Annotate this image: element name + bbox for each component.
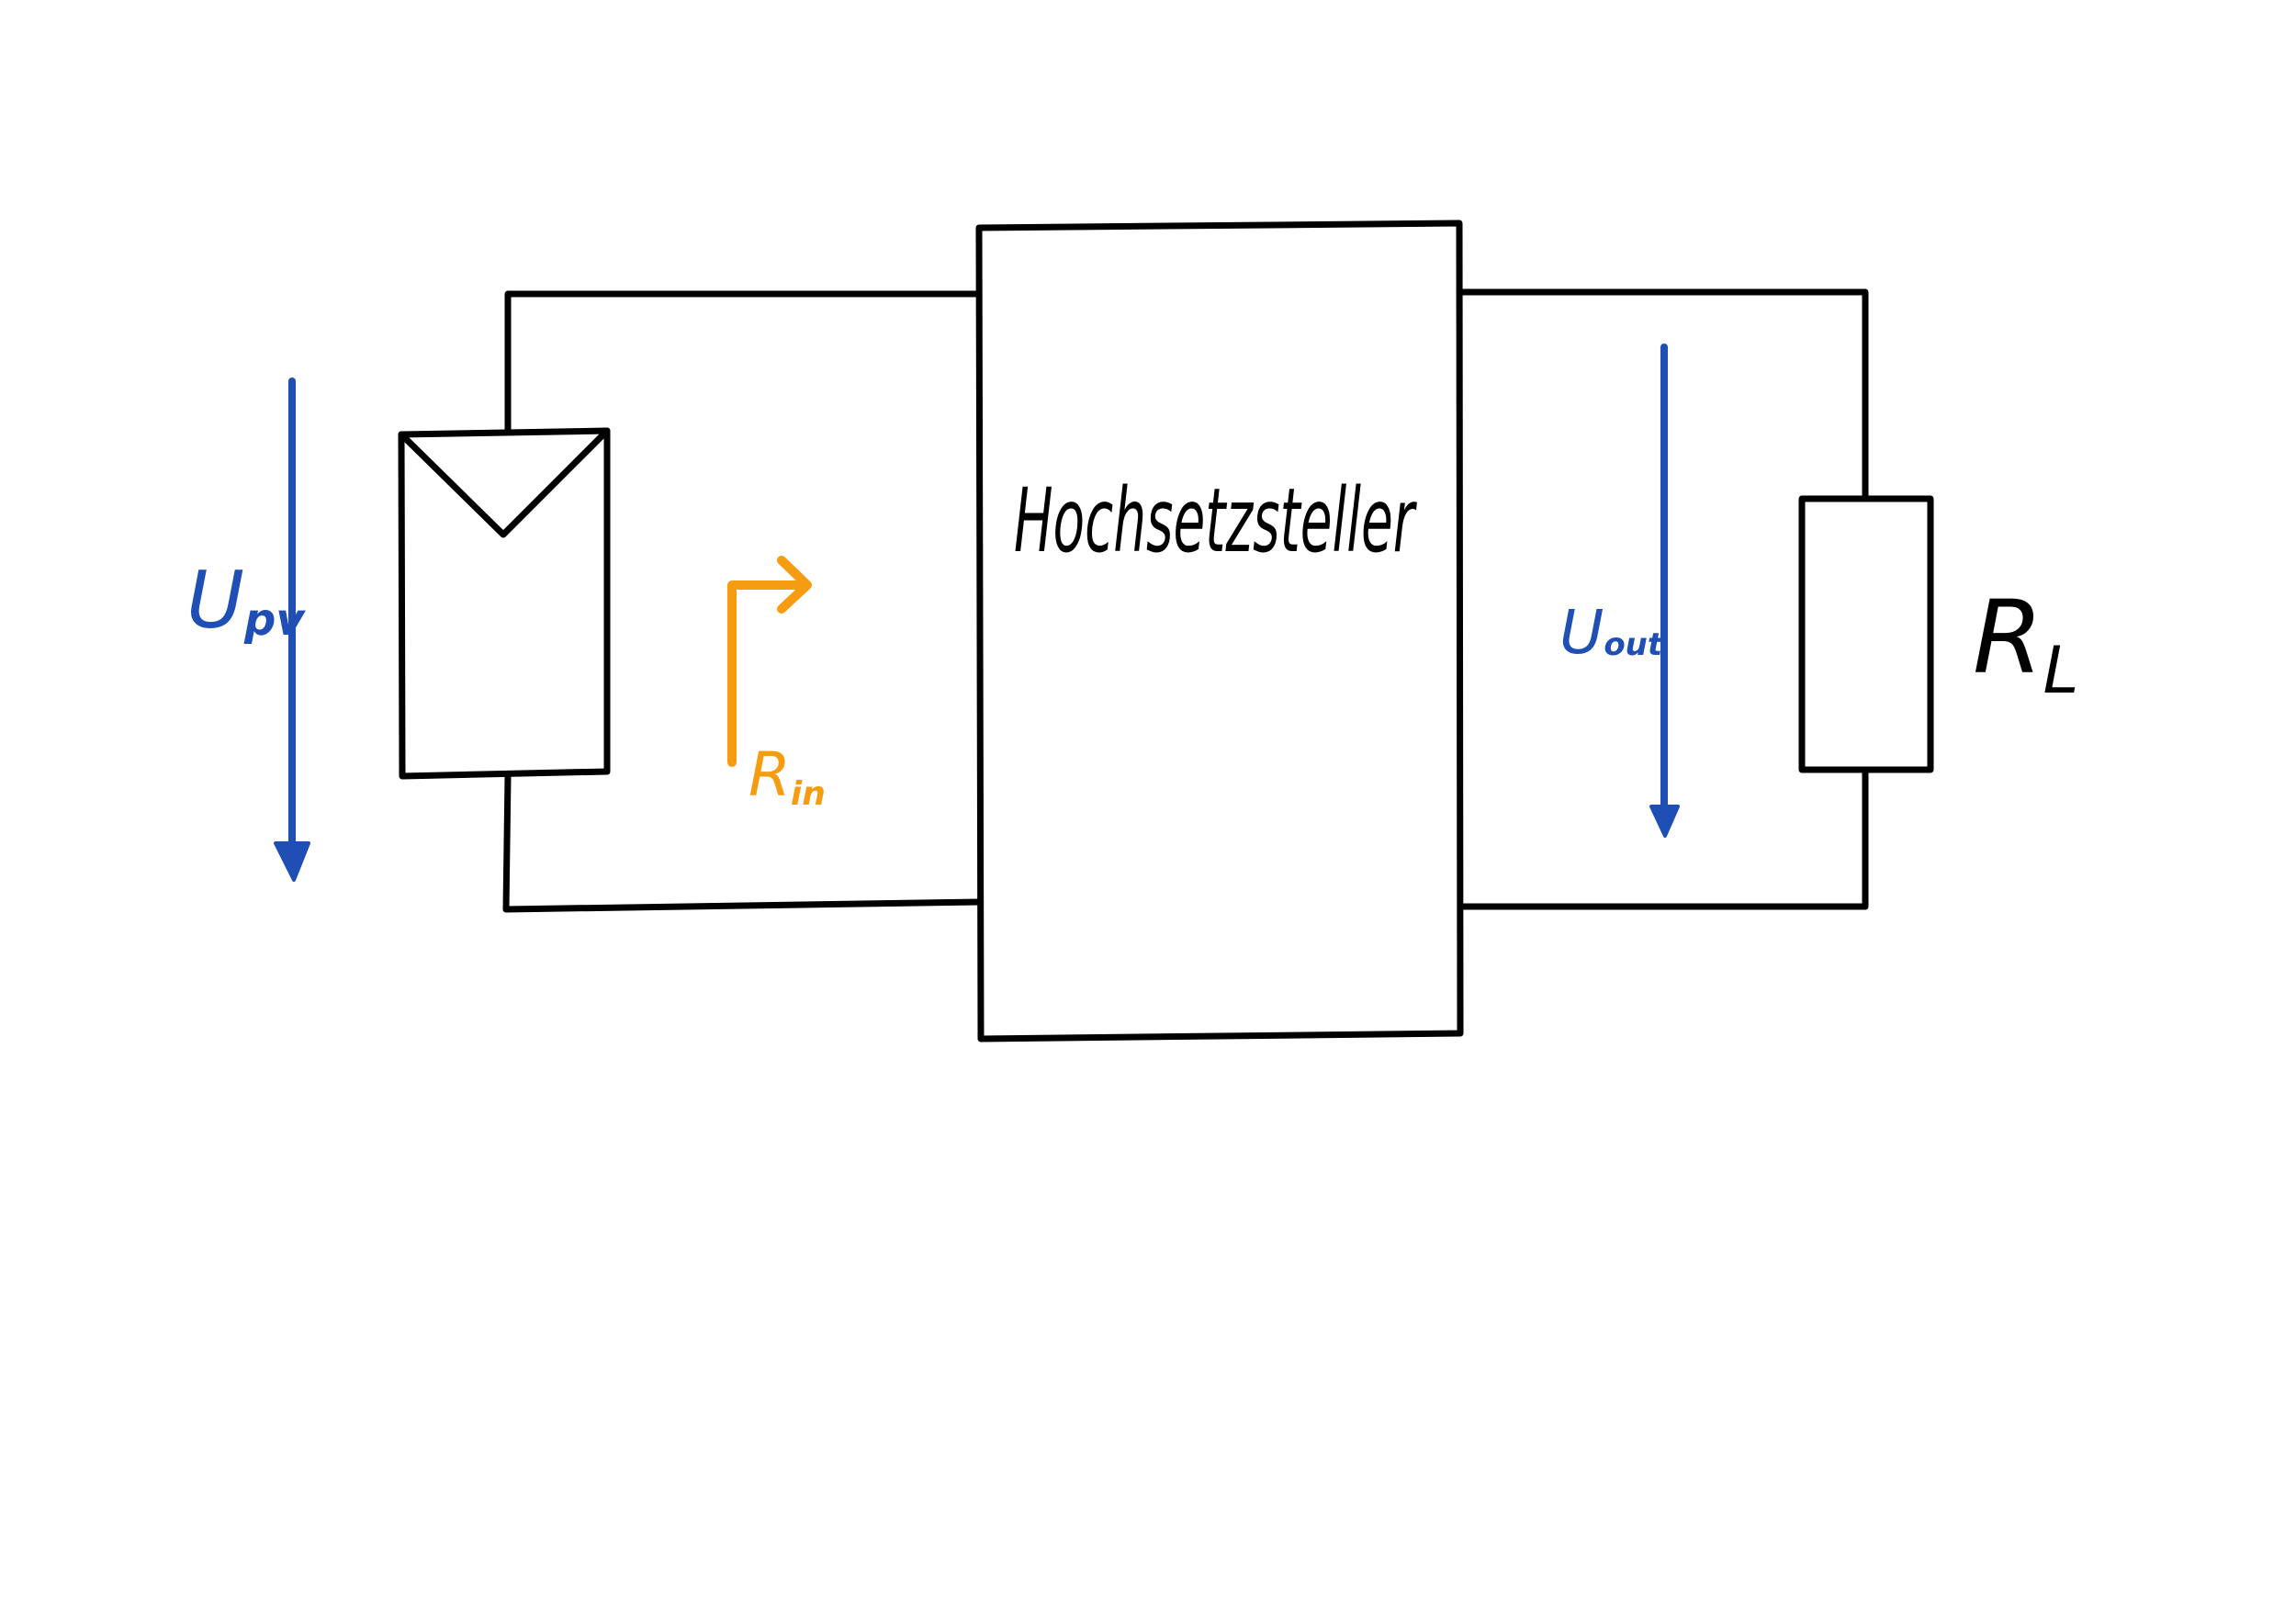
converter-label: Hochsetzsteller bbox=[1014, 469, 1417, 572]
input-resistance-arrow bbox=[727, 556, 812, 767]
load-resistor-symbol: R bbox=[1973, 579, 2043, 696]
output-voltage-arrow bbox=[1649, 344, 1680, 838]
input-resistance-symbol: R bbox=[748, 739, 791, 810]
output-voltage-label: Uout bbox=[1559, 597, 1664, 668]
input-wire-bottom bbox=[502, 772, 983, 913]
load-resistor-subscript: L bbox=[2043, 633, 2078, 708]
input-resistance-subscript: in bbox=[791, 775, 826, 813]
output-voltage-subscript: out bbox=[1604, 626, 1664, 663]
input-wire-top bbox=[504, 290, 983, 434]
output-wire-bottom bbox=[1457, 766, 1869, 910]
output-voltage-symbol: U bbox=[1559, 597, 1604, 668]
pv-module-symbol bbox=[398, 427, 611, 538]
pv-voltage-subscript: pv bbox=[243, 594, 306, 646]
input-resistance-label: Rin bbox=[748, 739, 826, 813]
load-resistor bbox=[1798, 495, 1934, 773]
pv-module-box bbox=[398, 427, 611, 780]
pv-voltage-symbol: U bbox=[186, 555, 244, 647]
converter-block bbox=[975, 220, 1464, 1043]
pv-voltage-arrow bbox=[274, 378, 310, 882]
output-wire-top bbox=[1456, 288, 1869, 502]
pv-module bbox=[398, 427, 611, 780]
pv-voltage-label: Upv bbox=[186, 555, 306, 647]
load-resistor-label: RL bbox=[1973, 579, 2078, 708]
